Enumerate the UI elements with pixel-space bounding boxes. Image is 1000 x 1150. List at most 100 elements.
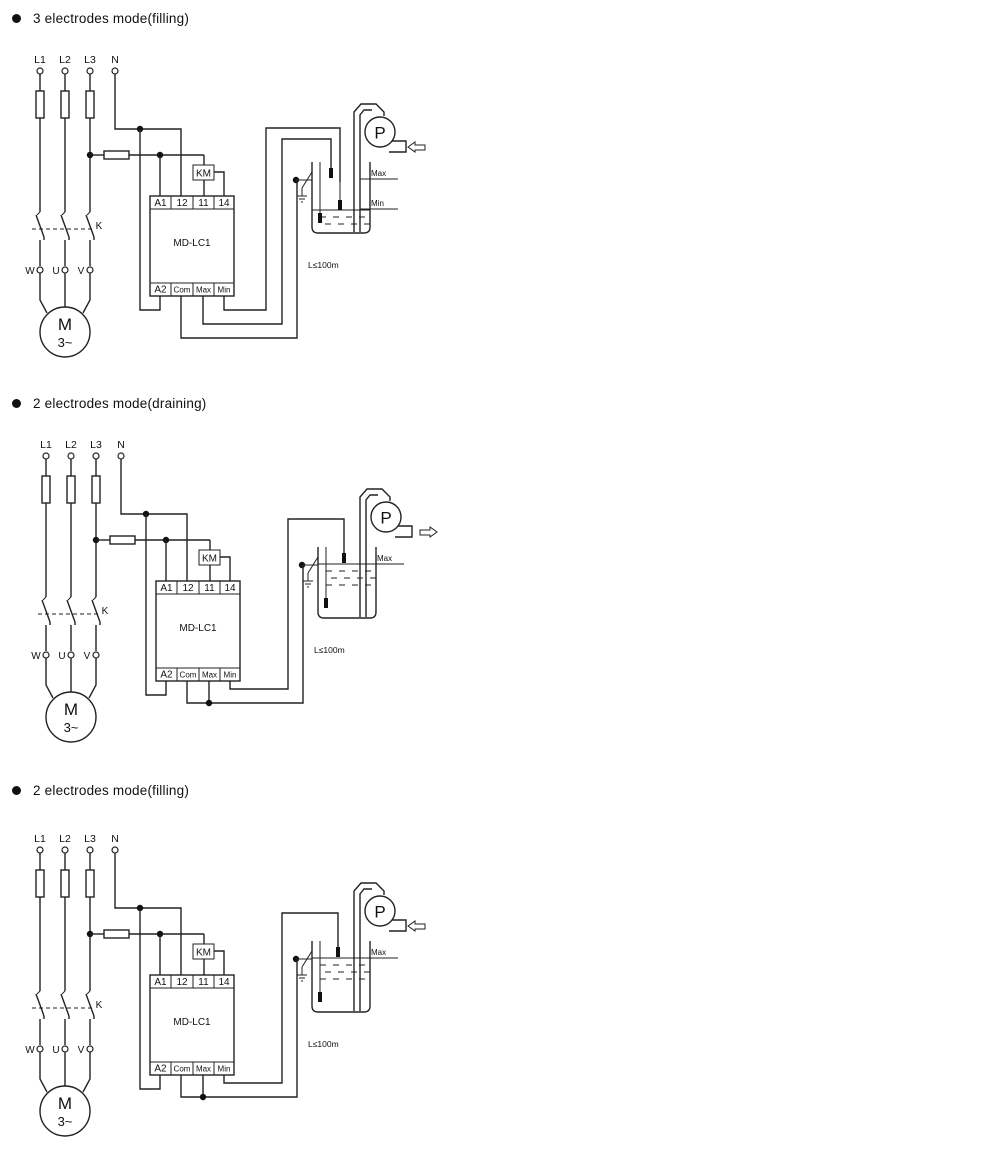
line-terminal-l3 — [92, 452, 100, 460]
cable-length-label: L≤100m — [314, 645, 345, 655]
section-heading-text: 3 electrodes mode(filling) — [33, 10, 190, 26]
sensor-wire — [229, 518, 345, 690]
cable-length-label: L≤100m — [308, 1039, 339, 1049]
switch-label-k: K — [96, 221, 103, 232]
neutral-wire — [114, 74, 182, 196]
terminal-label-a1: A1 — [160, 583, 173, 594]
control-fuse-icon — [103, 150, 130, 160]
sensor-wire — [180, 959, 298, 1098]
junction-dot — [205, 699, 213, 707]
md-lc1-device — [149, 974, 235, 1076]
pump-label: P — [374, 903, 385, 922]
motor-terminal-label-u: U — [58, 651, 65, 662]
motor-terminal — [36, 266, 44, 274]
terminal-label-min: Min — [218, 286, 231, 295]
contact-stub — [36, 990, 41, 995]
line-label-l2: L2 — [59, 54, 71, 66]
motor-terminal-label-w: W — [25, 266, 35, 277]
ground-wire — [301, 950, 313, 968]
motor-terminal — [36, 1045, 44, 1053]
contactor-contact-icon — [41, 599, 51, 623]
contactor-contact-icon — [85, 993, 95, 1017]
km-relay-label: KM — [196, 169, 211, 180]
sensor-wire — [186, 565, 304, 704]
contact-stub — [86, 990, 91, 995]
tank-icon — [317, 547, 377, 619]
fuse-icon — [60, 869, 70, 898]
terminal-label-min: Min — [224, 671, 237, 680]
line-label-l2: L2 — [65, 439, 77, 451]
fuse-icon — [60, 90, 70, 119]
device-name-label: MD-LC1 — [173, 238, 211, 249]
terminal-label-14: 14 — [218, 198, 230, 209]
motor-terminal — [61, 266, 69, 274]
pump-outlet — [389, 919, 407, 932]
sensor-wire — [202, 138, 332, 325]
line-label-l1: L1 — [34, 833, 46, 845]
fuse-icon — [85, 869, 95, 898]
terminal-label-com: Com — [180, 671, 197, 680]
contactor-contact-icon — [91, 599, 101, 623]
motor-terminal-label-v: V — [78, 1045, 85, 1056]
terminal-label-min: Min — [218, 1065, 231, 1074]
terminal-label-a1: A1 — [154, 977, 167, 988]
line-label-l3: L3 — [84, 54, 96, 66]
section-heading: 2 electrodes mode(filling) — [12, 780, 189, 800]
line-label-l2: L2 — [59, 833, 71, 845]
electrode-tip-icon — [318, 213, 322, 223]
line-label-l1: L1 — [40, 439, 52, 451]
line-terminal-l1 — [36, 67, 44, 75]
contactor-contact-icon — [35, 214, 45, 238]
contactor-contact-icon — [66, 599, 76, 623]
section-heading-text: 2 electrodes mode(draining) — [33, 395, 207, 411]
terminal-label-max: Max — [196, 286, 211, 295]
motor-sub-label: 3~ — [58, 1114, 73, 1129]
terminal-label-com: Com — [174, 286, 191, 295]
ground-wire — [307, 556, 319, 574]
km-to-14-wire — [220, 556, 231, 581]
motor-sub-label: 3~ — [64, 720, 79, 735]
pump-icon — [370, 501, 402, 533]
contactor-contact-icon — [85, 214, 95, 238]
pump-outlet — [395, 525, 413, 538]
line-terminal-l2 — [61, 67, 69, 75]
line-terminal-l2 — [61, 846, 69, 854]
km-to-14-wire — [214, 950, 225, 975]
fuse-icon — [66, 475, 76, 504]
pump-pipe — [359, 109, 372, 232]
motor-terminal-label-v: V — [78, 266, 85, 277]
section-heading: 3 electrodes mode(filling) — [12, 8, 189, 28]
switch-label-k: K — [96, 1000, 103, 1011]
motor-label: M — [58, 315, 72, 334]
terminal-label-a2: A2 — [160, 670, 173, 681]
neutral-wire — [120, 459, 188, 581]
motor-label: M — [64, 700, 78, 719]
terminal-label-12: 12 — [182, 583, 194, 594]
motor-sub-label: 3~ — [58, 335, 73, 350]
line-label-l3: L3 — [90, 439, 102, 451]
level-label-max: Max — [371, 948, 386, 957]
pump-pipe — [359, 888, 372, 1011]
motor-label: M — [58, 1094, 72, 1113]
sensor-wire — [223, 912, 339, 1084]
km-relay-label: KM — [196, 948, 211, 959]
electrode-tip-icon — [342, 553, 346, 563]
terminal-label-14: 14 — [224, 583, 236, 594]
level-label-min: Min — [371, 199, 384, 208]
terminal-label-11: 11 — [198, 977, 209, 988]
contactor-contact-icon — [60, 993, 70, 1017]
line-label-l1: L1 — [34, 54, 46, 66]
terminal-label-a2: A2 — [154, 1064, 167, 1075]
electrode-tip-icon — [318, 992, 322, 1002]
terminal-label-max: Max — [196, 1065, 211, 1074]
km-to-14-wire — [214, 171, 225, 196]
km-relay-label: KM — [202, 554, 217, 565]
level-label-max: Max — [371, 169, 386, 178]
line-terminal-l3 — [86, 67, 94, 75]
fuse-icon — [41, 475, 51, 504]
motor-terminal — [61, 1045, 69, 1053]
line-terminal-l3 — [86, 846, 94, 854]
pump-pipe — [359, 488, 391, 617]
